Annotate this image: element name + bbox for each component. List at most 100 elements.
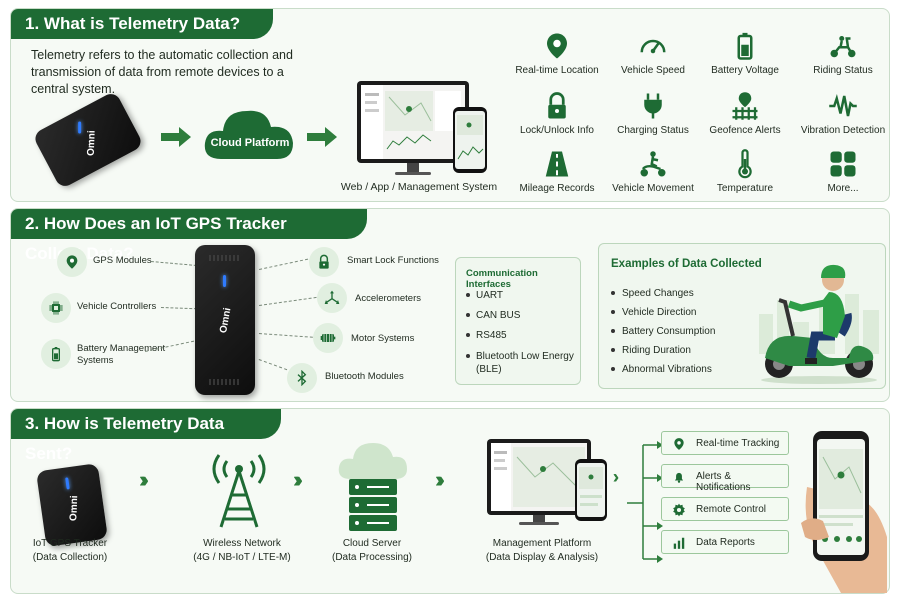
bluetooth-icon <box>297 370 307 386</box>
lock-icon <box>509 91 605 121</box>
location-pin-icon <box>674 438 684 450</box>
source-badge <box>41 339 71 369</box>
dashed-leader-line <box>259 258 309 270</box>
lock-icon <box>319 254 329 269</box>
output-real-time-tracking[interactable]: Real-time Tracking <box>661 431 789 455</box>
feature-item: Real-time Location <box>509 31 605 76</box>
bullet <box>466 293 470 298</box>
feature-label: Geofence Alerts <box>709 125 781 136</box>
vibration-icon <box>795 91 891 121</box>
feature-label: Charging Status <box>617 125 689 136</box>
feature-item: Charging Status <box>605 91 701 136</box>
cloud-platform-label: Cloud Platform <box>210 137 290 149</box>
cloud-icon <box>204 110 293 159</box>
bell-icon <box>674 472 684 483</box>
feature-item: Vehicle Movement <box>605 149 701 194</box>
source-label: Battery Management Systems <box>77 343 166 366</box>
section-title: 3. How is Telemetry Data Sent? <box>11 409 281 463</box>
source-badge <box>317 283 347 313</box>
output-label: Remote Control <box>696 504 767 515</box>
step-title: Cloud Server <box>342 538 402 549</box>
monitor-base <box>395 172 431 175</box>
feature-label: Mileage Records <box>519 183 595 194</box>
example-item: Abnormal Vibrations <box>611 364 712 375</box>
feature-label: Vibration Detection <box>800 125 886 136</box>
dashed-leader-line <box>259 296 317 306</box>
motor-icon <box>320 334 336 342</box>
battery-icon <box>52 347 60 362</box>
output-label: Data Reports <box>696 537 755 548</box>
flow-arrow <box>307 127 337 147</box>
scooter-icon <box>795 31 891 61</box>
cell-tower-icon <box>212 454 266 528</box>
flow-chevrons: ››› <box>293 467 303 492</box>
grid-icon <box>795 149 891 179</box>
bullet <box>611 348 615 353</box>
monitor-stand <box>533 515 545 523</box>
bar-chart-icon <box>673 537 685 549</box>
comm-interface-label: UART <box>476 290 504 301</box>
output-data-reports[interactable]: Data Reports <box>661 530 789 554</box>
source-label: Motor Systems <box>351 333 415 344</box>
source-badge <box>313 323 343 353</box>
bullet <box>466 333 470 338</box>
feature-item: Temperature <box>697 149 793 194</box>
example-label: Abnormal Vibrations <box>622 364 712 375</box>
thermometer-icon <box>697 149 793 179</box>
bullet <box>466 354 470 359</box>
example-label: Battery Consumption <box>622 326 716 337</box>
branch-connector <box>627 441 663 563</box>
comm-title: Communication Interfaces <box>466 268 538 290</box>
example-label: Vehicle Direction <box>622 307 697 318</box>
feature-label: Temperature <box>716 183 774 194</box>
desktop-monitor <box>357 81 469 163</box>
step-title: Wireless Network <box>203 538 281 549</box>
flow-step-caption: Wireless Network(4G / NB-IoT / LTE-M) <box>187 537 297 565</box>
gps-tracker-device: Omni <box>31 90 145 190</box>
source-badge <box>287 363 317 393</box>
axes-icon <box>324 290 340 304</box>
step-title: Management Platform <box>492 538 592 549</box>
step-subtitle: (Data Processing) <box>331 552 413 563</box>
example-item: Battery Consumption <box>611 326 715 337</box>
bullet <box>611 329 615 334</box>
example-item: Speed Changes <box>611 288 694 299</box>
bullet <box>611 367 615 372</box>
feature-item: Riding Status <box>795 31 891 76</box>
location-pin-icon <box>509 31 605 61</box>
monitor-stand <box>407 163 419 173</box>
source-badge <box>57 247 87 277</box>
source-label: Accelerometers <box>355 293 421 304</box>
dashed-leader-line <box>160 307 197 310</box>
bullet <box>611 310 615 315</box>
feature-label: Real-time Location <box>515 65 599 76</box>
example-item: Vehicle Direction <box>611 307 696 318</box>
tracker-brand: Omni <box>218 306 234 335</box>
smartphone <box>575 459 607 521</box>
section-transmission: 3. How is Telemetry Data Sent? Omni ››› … <box>10 408 890 594</box>
comm-interface-item: UART <box>466 290 503 301</box>
example-item: Riding Duration <box>611 345 691 356</box>
geofence-icon <box>697 91 793 121</box>
flow-step-caption: Management Platform (Data Display & Analy… <box>477 537 607 565</box>
dashed-leader-line <box>258 359 288 371</box>
dashed-leader-line <box>150 261 197 267</box>
feature-item: More... <box>795 149 891 194</box>
comm-interface-label: CAN BUS <box>476 310 521 321</box>
comm-interface-item: RS485 <box>466 330 507 341</box>
output-alerts-notifications[interactable]: Alerts & Notifications <box>661 464 789 493</box>
step-subtitle: (Data Collection) <box>32 552 108 563</box>
output-label: Real-time Tracking <box>696 438 780 449</box>
source-label: Bluetooth Modules <box>325 371 404 382</box>
comm-interface-label: Bluetooth Low Energy (BLE) <box>476 351 574 375</box>
intro-text: Telemetry refers to the automatic collec… <box>31 48 293 96</box>
gear-icon <box>673 503 685 517</box>
scooter-rider-illustration <box>761 264 877 384</box>
gps-tracker-device: Omni <box>195 245 255 395</box>
step-subtitle: (Data Display & Analysis) <box>485 552 599 563</box>
output-remote-control[interactable]: Remote Control <box>661 497 789 521</box>
comm-interface-item: CAN BUS <box>466 310 520 321</box>
smartphone <box>453 107 487 173</box>
bullet <box>466 313 470 318</box>
section-title: 2. How Does an IoT GPS Tracker Collect D… <box>11 209 367 263</box>
